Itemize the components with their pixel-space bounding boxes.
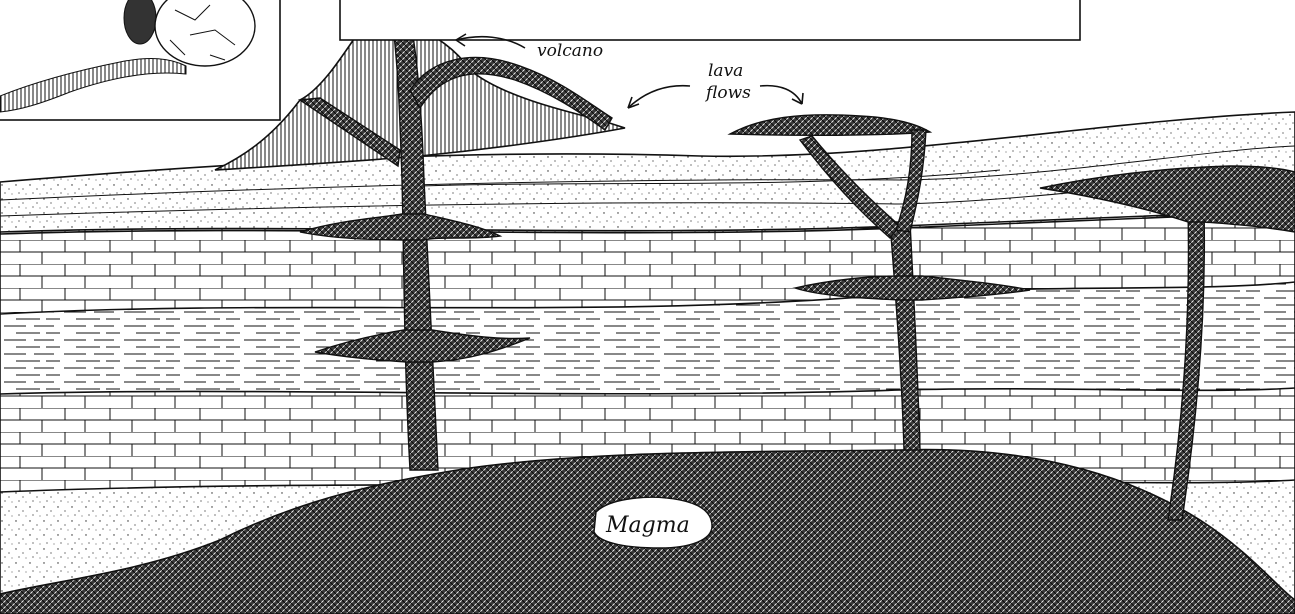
- volcano-label: volcano: [537, 41, 603, 61]
- magma-label: Magma: [605, 513, 690, 538]
- inset-fossil-panel: [0, 0, 280, 120]
- lava-flows-label-line2: flows: [704, 83, 751, 103]
- lava-flows-label-line1: lava: [708, 61, 743, 81]
- top-title-box: [340, 0, 1080, 40]
